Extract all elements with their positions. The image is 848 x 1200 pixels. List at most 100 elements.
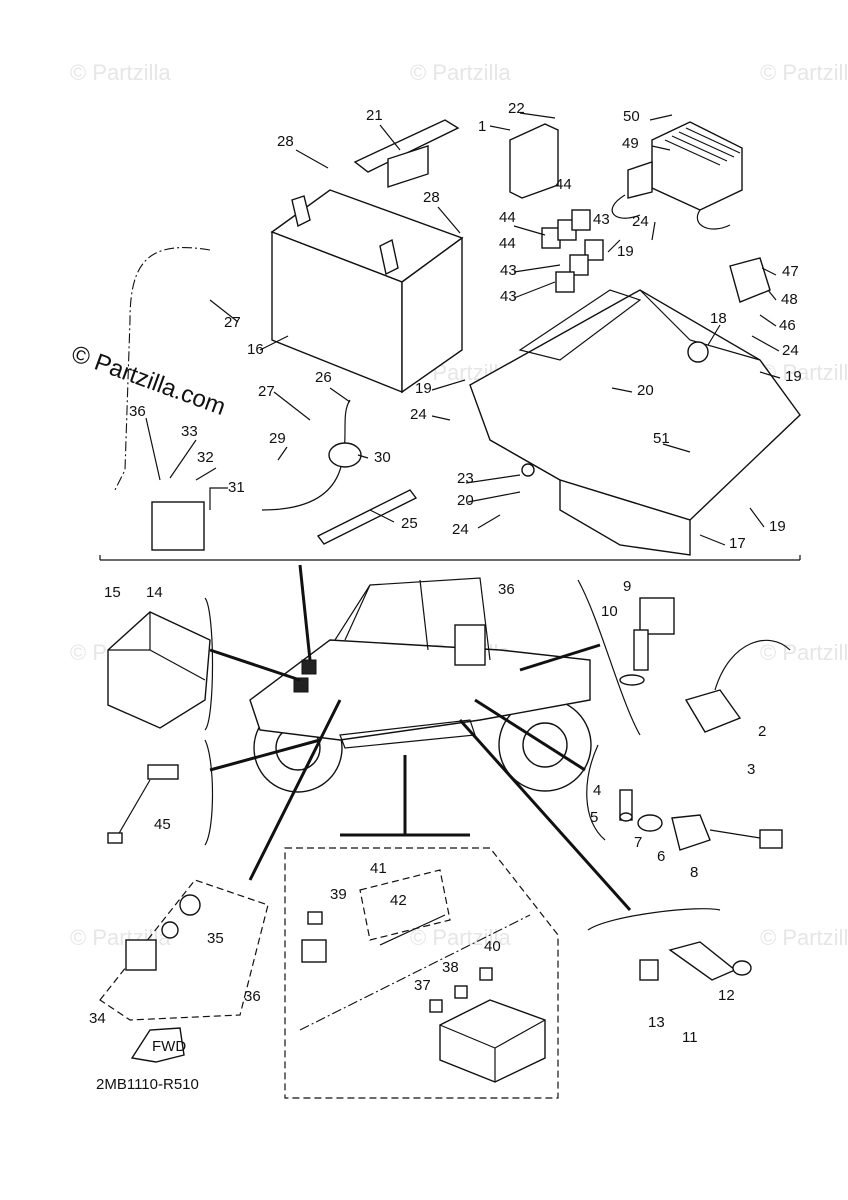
watermark: © Partzilla [410,60,511,85]
callout-15: 15 [104,584,121,601]
callout-numbers: 1 2 3 4 5 6 7 8 9 10 11 12 13 14 15 16 1… [89,100,802,1046]
callout-21: 21 [366,107,383,124]
callout-33: 33 [181,423,198,440]
callout-36: 36 [244,988,261,1005]
callout-13: 13 [648,1014,665,1031]
leader-coil [519,643,601,672]
fwd-arrow: FWD [130,1027,186,1063]
leader-plug [474,698,586,772]
callout-40: 40 [484,938,501,955]
callout-44: 44 [499,235,516,252]
callout-5: 5 [590,809,598,826]
callout-24: 24 [452,521,469,538]
harness-wire [114,247,211,491]
callout-17: 17 [729,535,746,552]
rectifier-regulator [107,611,211,729]
watermark: © Partzilla [760,925,848,950]
callout-23: 23 [457,470,474,487]
callout-51: 51 [653,430,670,447]
relay-cluster [541,209,604,293]
callout-22: 22 [508,100,525,117]
cam-position-sensor [637,814,783,851]
callout-28: 28 [277,133,294,150]
relay-unit [509,123,559,199]
callout-32: 32 [197,449,214,466]
callout-10: 10 [601,603,618,620]
callout-36: 36 [129,403,146,420]
callout-44: 44 [499,209,516,226]
leader-neutral [248,699,342,881]
callout-20: 20 [637,382,654,399]
crankshaft-position-sensor [639,941,752,981]
callout-47: 47 [782,263,799,280]
battery-box [469,289,801,556]
callout-3: 3 [747,761,755,778]
callout-1: 1 [478,118,486,135]
callout-42: 42 [390,892,407,909]
callout-8: 8 [690,864,698,881]
battery [270,145,464,394]
callout-9: 9 [623,578,631,595]
watermark: © Partzilla [70,60,171,85]
battery-strap [353,119,460,173]
spark-plug [619,789,633,822]
callout-43: 43 [500,288,517,305]
callout-46: 46 [779,317,796,334]
ground-lead [261,399,351,511]
callout-24: 24 [782,342,799,359]
callout-43: 43 [500,262,517,279]
ecu [611,121,743,230]
callout-26: 26 [315,369,332,386]
callout-leaders [145,112,781,546]
watermark: © Partzilla [760,640,848,665]
vehicle-illustration [249,577,592,793]
callout-19: 19 [769,518,786,535]
callout-24: 24 [410,406,427,423]
watermark-partzilla: © Partzilla.com [68,340,229,421]
neutral-switch-box [99,879,269,1021]
callout-12: 12 [718,987,735,1004]
leader-crank [458,718,632,912]
callout-19: 19 [785,368,802,385]
diagram-code: 2MB1110-R510 [96,1076,199,1093]
callout-30: 30 [374,449,391,466]
callout-34: 34 [89,1010,106,1027]
sensor [729,257,771,303]
callout-48: 48 [781,291,798,308]
ignition-coil [684,639,791,733]
fwd-label: FWD [152,1038,186,1055]
injector [619,597,675,686]
fuse-box [299,911,546,1083]
cable-tie [316,489,418,545]
callout-31: 31 [228,479,245,496]
callout-19: 19 [415,380,432,397]
callout-16: 16 [247,341,264,358]
callout-27: 27 [224,314,241,331]
callout-6: 6 [657,848,665,865]
callout-24: 24 [632,213,649,230]
leader-ecu [298,564,312,661]
callout-35: 35 [207,930,224,947]
callout-2: 2 [758,723,766,740]
fuse-area-box [284,847,559,1099]
callout-11: 11 [682,1029,698,1046]
callout-4: 4 [593,782,601,799]
callout-50: 50 [623,108,640,125]
clamp [328,442,362,468]
callout-27: 27 [258,383,275,400]
temperature-sensor [107,764,179,844]
callout-49: 49 [622,135,639,152]
callout-43: 43 [593,211,610,228]
callout-18: 18 [710,310,727,327]
callout-25: 25 [401,515,418,532]
callout-39: 39 [330,886,347,903]
callout-36: 36 [498,581,515,598]
callout-14: 14 [146,584,163,601]
leader-rectifier [209,648,301,682]
starter-relay [151,501,205,551]
callout-38: 38 [442,959,459,976]
callout-44: 44 [555,176,572,193]
callout-41: 41 [370,860,387,877]
leader-temp [209,738,321,772]
callout-20: 20 [457,492,474,509]
